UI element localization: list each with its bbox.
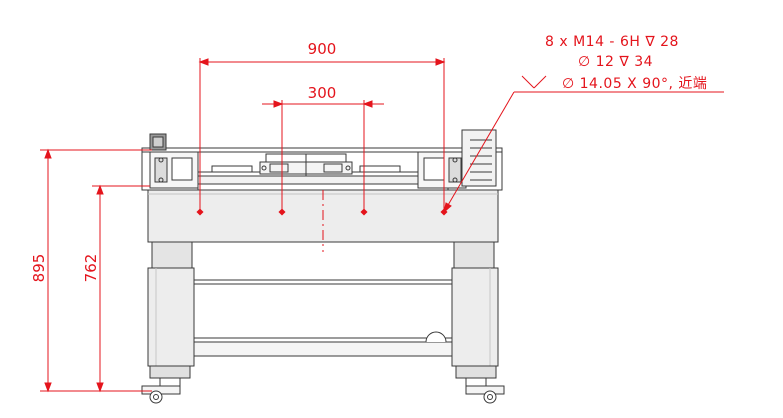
- dimension-900-label: 900: [308, 40, 337, 58]
- lower-frame: [193, 279, 453, 357]
- right-leg: [451, 241, 505, 404]
- callout-line-3: ∅ 14.05 X 90°, 近端: [562, 76, 707, 92]
- dimension-lines: [40, 58, 724, 393]
- callout-leader: [443, 75, 724, 214]
- top-stage: [141, 129, 503, 191]
- left-leg: [141, 241, 195, 404]
- dimension-895-label: 895: [30, 254, 48, 283]
- dimension-300: [262, 100, 384, 210]
- callout-line-1: 8 x M14 - 6H ∇ 28: [545, 34, 679, 50]
- machine-front-view: [141, 129, 505, 404]
- dimension-762: [92, 184, 150, 393]
- dimension-300-label: 300: [308, 84, 337, 102]
- callout-line-2: ∅ 12 ∇ 34: [578, 54, 653, 70]
- dimension-762-label: 762: [82, 254, 100, 283]
- dimension-900: [198, 58, 446, 210]
